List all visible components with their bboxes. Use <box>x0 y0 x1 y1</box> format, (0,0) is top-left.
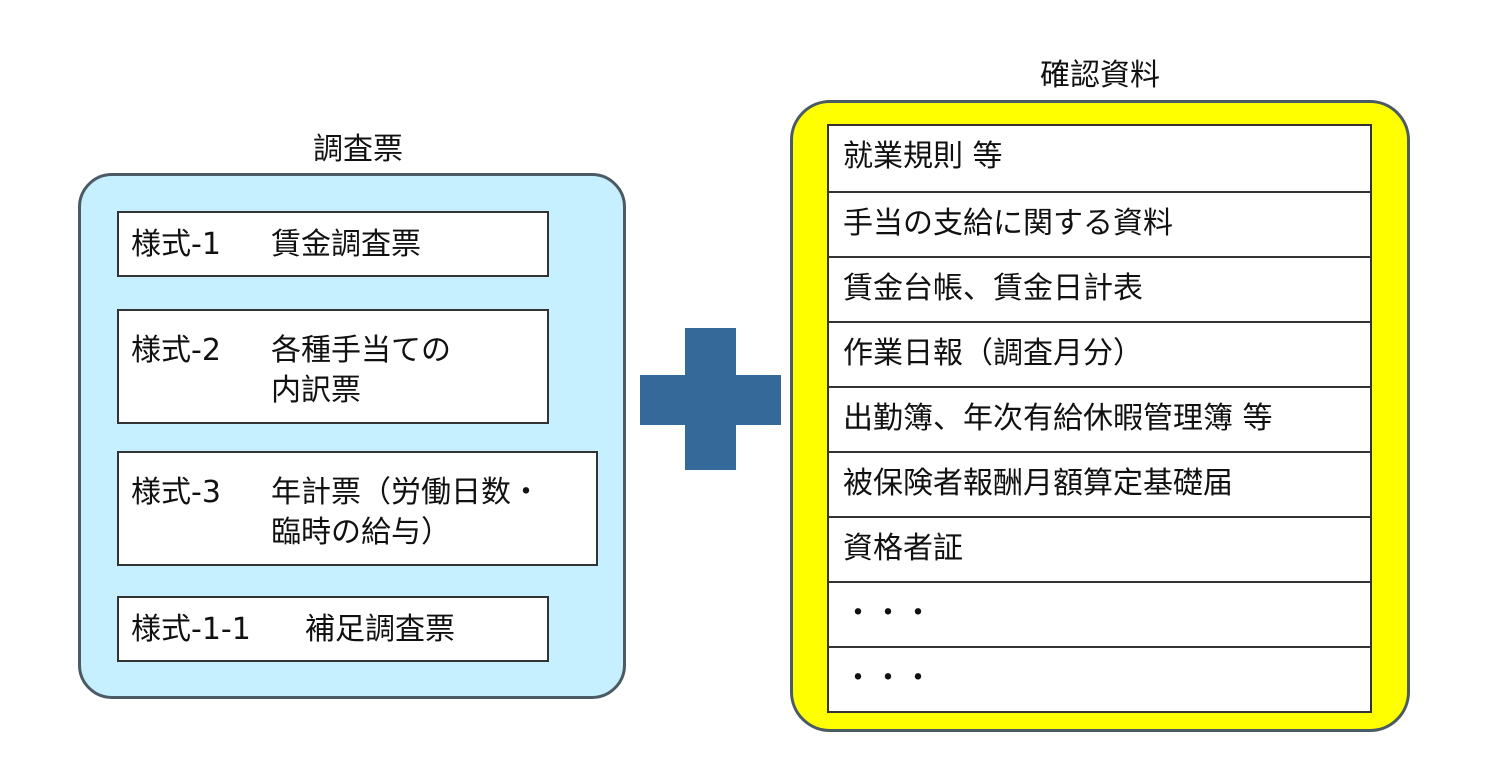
list-item: 賃金台帳、賃金日計表 <box>829 256 1370 321</box>
form-box-2: 様式-2 各種手当ての 内訳票 <box>117 309 549 424</box>
form-name: 補足調査票 <box>305 612 455 647</box>
list-item: 出勤簿、年次有給休暇管理簿 等 <box>829 386 1370 451</box>
reference-documents-title: 確認資料 <box>1040 58 1160 93</box>
list-item: ・・・ <box>829 646 1370 711</box>
plus-icon <box>640 328 781 470</box>
form-box-3: 様式-3 年計票（労働日数・ 臨時の給与） <box>117 451 598 566</box>
plus-horizontal-bar <box>640 375 781 425</box>
form-code: 様式-2 <box>131 333 221 368</box>
reference-documents-list: 就業規則 等 手当の支給に関する資料 賃金台帳、賃金日計表 作業日報（調査月分）… <box>827 124 1372 713</box>
form-code: 様式-1 <box>131 227 221 262</box>
form-code: 様式-1-1 <box>131 612 251 647</box>
list-item: 作業日報（調査月分） <box>829 321 1370 386</box>
list-item: 手当の支給に関する資料 <box>829 191 1370 256</box>
list-item: 被保険者報酬月額算定基礎届 <box>829 451 1370 516</box>
form-name: 賃金調査票 <box>271 227 421 262</box>
form-code: 様式-3 <box>131 475 221 510</box>
form-name: 年計票（労働日数・ 臨時の給与） <box>271 475 541 550</box>
list-item: 資格者証 <box>829 516 1370 581</box>
form-name: 各種手当ての 内訳票 <box>271 333 451 408</box>
list-item: ・・・ <box>829 581 1370 646</box>
list-item: 就業規則 等 <box>843 139 1003 174</box>
survey-forms-title: 調査票 <box>313 132 403 167</box>
form-box-1-1: 様式-1-1 補足調査票 <box>117 596 549 662</box>
form-box-1: 様式-1 賃金調査票 <box>117 211 549 277</box>
